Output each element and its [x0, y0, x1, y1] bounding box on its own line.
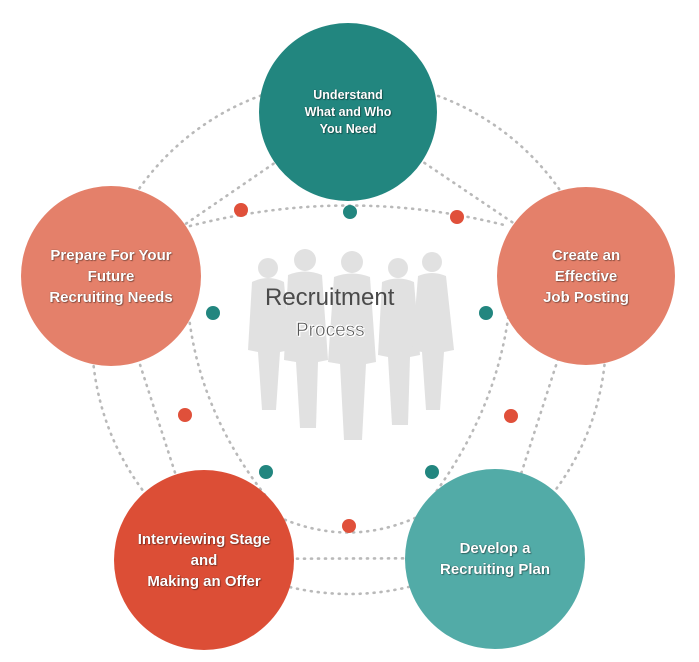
connector-dots-red: [178, 203, 518, 533]
stage-posting: Create an Effective Job Posting: [497, 187, 675, 365]
stage-understand: Understand What and Who You Need: [259, 23, 437, 201]
business-people-silhouette-icon: [248, 249, 454, 440]
connector-dot: [450, 210, 464, 224]
stage-prepare: Prepare For Your Future Recruiting Needs: [21, 186, 201, 366]
connector-dots-teal: [206, 205, 493, 479]
stage-interview: Interviewing Stage and Making an Offer: [114, 470, 294, 650]
connector-dot: [479, 306, 493, 320]
stage-label: Interviewing Stage and Making an Offer: [137, 530, 271, 590]
center-title: Recruitment: [265, 284, 395, 311]
stage-label: Understand What and Who You Need: [304, 87, 392, 136]
stage-plan: Develop a Recruiting Plan: [405, 469, 585, 649]
stage-label: Prepare For Your Future Recruiting Needs: [49, 246, 173, 306]
connector-dot: [504, 409, 518, 423]
connector-dot: [425, 465, 439, 479]
connector-dot: [342, 519, 356, 533]
stage-label: Develop a Recruiting Plan: [439, 540, 551, 578]
stage-label: Create an Effective Job Posting: [543, 246, 629, 306]
connector-dot: [234, 203, 248, 217]
connector-dot: [259, 465, 273, 479]
connector-dot: [206, 306, 220, 320]
center-subtitle: Process: [296, 320, 365, 342]
connector-dot: [178, 408, 192, 422]
connector-dot: [343, 205, 357, 219]
